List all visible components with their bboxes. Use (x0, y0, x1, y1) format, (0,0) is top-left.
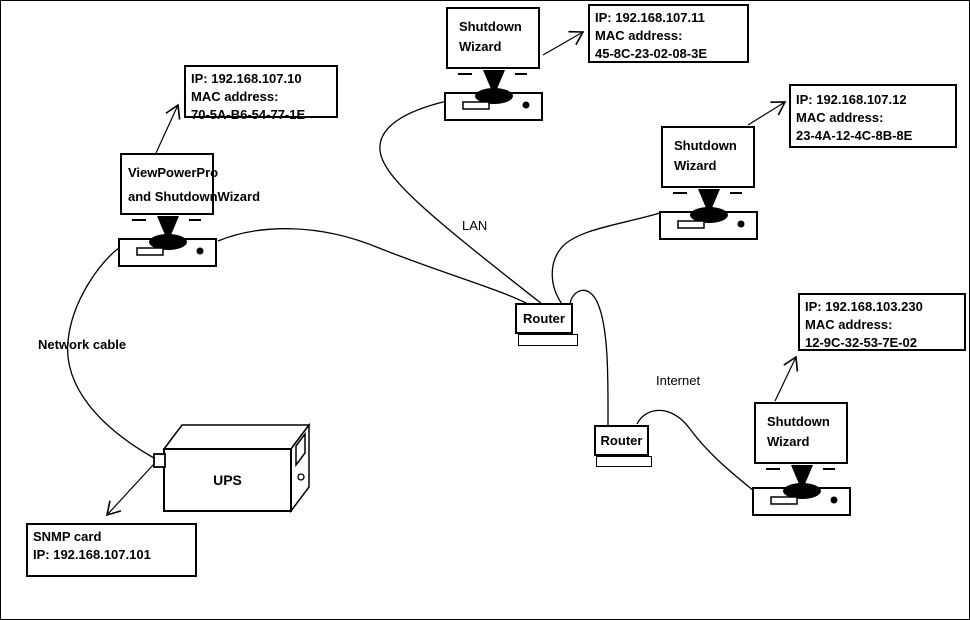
lanpc-screen-label: Shutdown Wizard (459, 19, 522, 54)
ups-side-slot (295, 431, 306, 468)
arrow-ups-snmp-card (105, 463, 155, 517)
cable-lanpc2-to-lan-router (551, 212, 661, 305)
ups-label: UPS (213, 472, 242, 488)
internetpc-address-box: IP: 192.168.103.230 MAC address: 12-9C-3… (798, 293, 966, 351)
mainpc-screen-label: ViewPowerPro and ShutdownWizard (128, 165, 261, 204)
lan-router-box: Router (515, 303, 573, 334)
cable-internet-router-to-internetpc (636, 409, 755, 492)
lan-router-port-strip (518, 334, 578, 346)
mainpc-address-box: IP: 192.168.107.10 MAC address: 70-5A-B6… (184, 65, 338, 122)
internet-router-label: Router (600, 433, 643, 448)
arrow-lanpc2-address (747, 101, 787, 126)
internet-router-box: Router (594, 425, 649, 456)
lan-label: LAN (462, 218, 488, 233)
ups-icon (153, 422, 311, 514)
cables (66, 100, 755, 492)
lan-router-label: Router (523, 311, 565, 326)
cable-mainpc-to-lan-router (217, 228, 529, 305)
lanpc2-address-box: IP: 192.168.107.12 MAC address: 23-4A-12… (789, 84, 957, 148)
arrow-internetpc-address (774, 355, 799, 402)
internet-label: Internet (656, 373, 701, 388)
network-cable-label: Network cable (38, 337, 127, 352)
arrow-mainpc-address (155, 103, 181, 154)
ups-top-face (162, 424, 311, 450)
cable-lanpc-to-lan-router (379, 100, 543, 305)
arrow-lanpc-address (542, 30, 585, 56)
internet-router-port-strip (596, 456, 652, 467)
lanpc-address-box: IP: 192.168.107.11 MAC address: 45-8C-23… (588, 4, 749, 63)
lanpc2-screen-label: Shutdown Wizard (674, 138, 737, 173)
ups-snmp-port (153, 453, 166, 468)
cable-mainpc-to-ups (66, 246, 155, 459)
internetpc-screen-label: Shutdown Wizard (767, 414, 830, 449)
cable-lan-router-to-internet-router (569, 289, 609, 426)
ups-side-hole (297, 473, 305, 481)
ups-snmp-card-box: SNMP card IP: 192.168.107.101 (26, 523, 197, 577)
arrows (105, 30, 799, 517)
ups-front-face (163, 448, 292, 512)
